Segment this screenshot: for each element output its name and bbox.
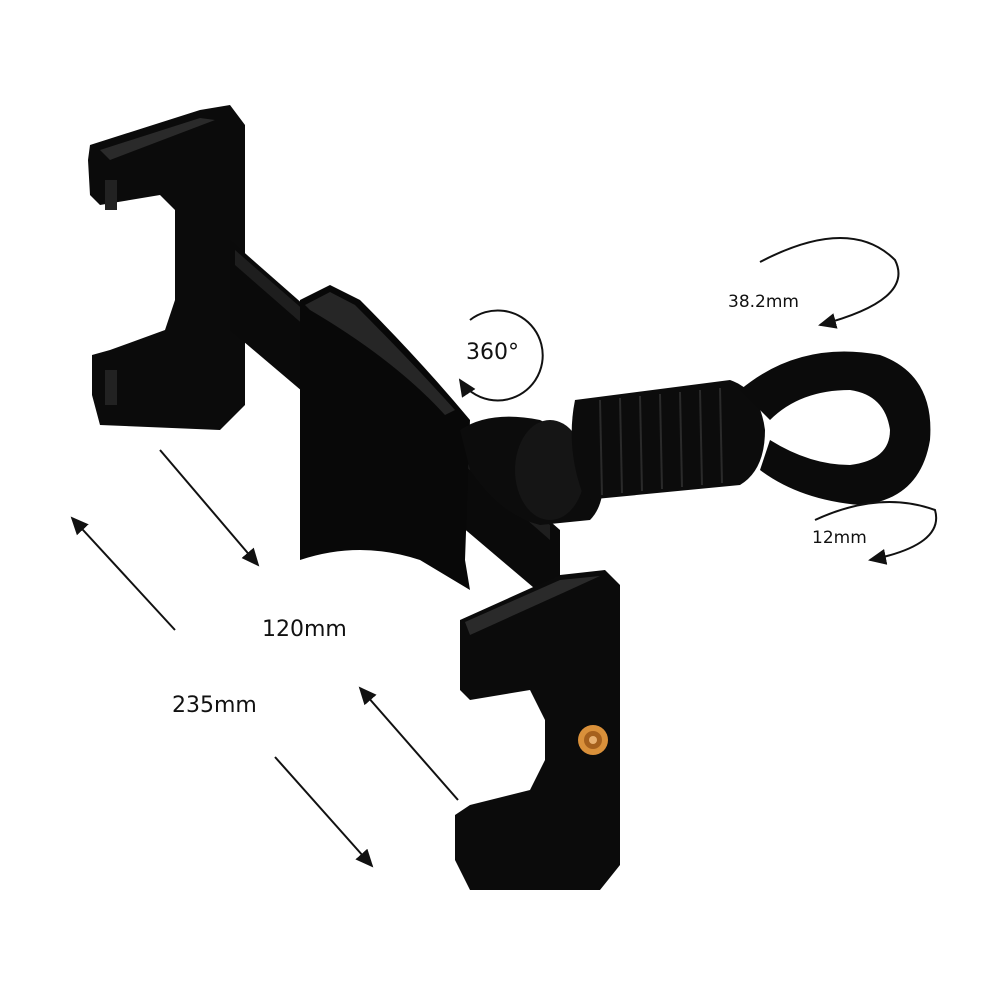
clamp-min-label: 12mm xyxy=(812,528,867,548)
dimension-arrows xyxy=(70,237,938,868)
arrow-120mm-lower xyxy=(358,686,459,801)
mount-screw xyxy=(578,725,608,755)
max-width-label: 235mm xyxy=(172,693,257,718)
bottom-clamp xyxy=(455,570,620,890)
center-plate xyxy=(300,285,470,590)
arrow-38-2mm xyxy=(759,237,900,329)
arrow-235mm-upper xyxy=(70,516,176,631)
clamp-diameter-label: 38.2mm xyxy=(728,292,799,312)
rotation-label: 360° xyxy=(466,340,519,365)
adjustment-knob xyxy=(571,380,765,500)
arrow-120mm-upper xyxy=(159,449,260,567)
arrow-360-rotation xyxy=(458,309,544,402)
min-width-label: 120mm xyxy=(262,617,347,642)
swivel-joint xyxy=(460,416,604,525)
headrest-loop-clamp xyxy=(740,351,931,505)
arrow-235mm-lower xyxy=(274,756,374,868)
arrow-12mm xyxy=(814,501,938,565)
top-clamp xyxy=(88,105,245,430)
